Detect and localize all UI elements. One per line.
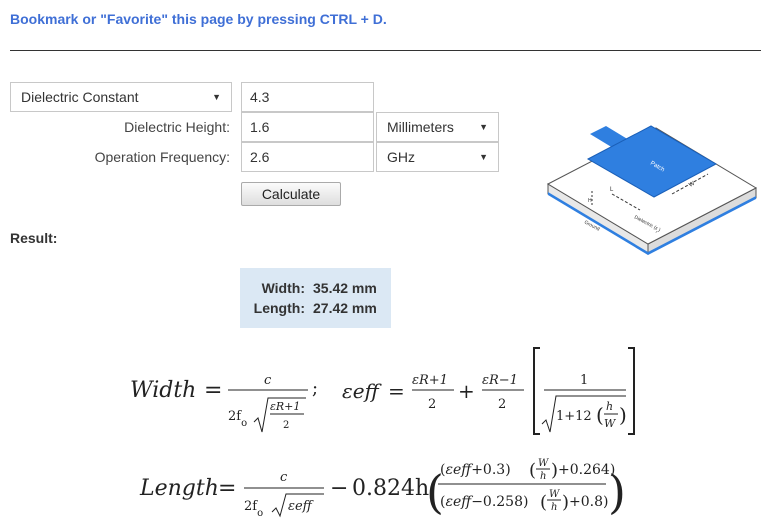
- dielectric-height-input[interactable]: 1.6: [241, 112, 374, 142]
- big-close-paren: ): [608, 465, 626, 519]
- minus-sign: −: [330, 476, 348, 501]
- sqrt-sign: [271, 493, 324, 518]
- length-marker-label: L: [610, 187, 614, 193]
- width-numerator: c: [264, 373, 272, 388]
- length-numerator-expr: (εeff+0.3): [440, 462, 511, 478]
- patch-antenna-diagram: Patch L W H Dielectric (εr) Ground: [546, 125, 758, 255]
- equals-sign: =: [388, 379, 405, 403]
- sqrt-body: 1+12: [556, 409, 592, 424]
- calculate-button[interactable]: Calculate: [241, 182, 341, 206]
- w-over-h-numerator: W: [538, 458, 549, 469]
- numerator-constant: +0.264): [558, 462, 615, 478]
- formula-separator: ;: [312, 378, 318, 399]
- open-paren: (: [596, 403, 604, 427]
- chevron-down-icon: ▼: [479, 152, 488, 162]
- h-over-w-numerator: h: [606, 400, 613, 413]
- sqrt-sign: [253, 397, 306, 433]
- bookmark-notice: Bookmark or "Favorite" this page by pres…: [10, 11, 387, 27]
- close-paren: ): [562, 492, 569, 513]
- eps-term2-denominator: 2: [498, 397, 506, 412]
- bracket-numerator: 1: [580, 373, 588, 388]
- result-heading: Result:: [10, 230, 58, 246]
- right-bracket: [628, 347, 635, 435]
- height-unit-select[interactable]: Millimeters ▼: [376, 112, 499, 142]
- length-numerator: c: [280, 470, 288, 485]
- ground-plane-right: [648, 196, 756, 255]
- eps-term1-numerator: εR+1: [412, 373, 448, 388]
- width-result-label: Width:: [261, 280, 305, 296]
- w-over-h-denominator-2: h: [551, 502, 557, 513]
- eps-eff-lhs: εeff: [342, 379, 383, 403]
- close-paren: ): [551, 460, 558, 481]
- length-formula-lhs: Length: [139, 476, 219, 501]
- width-marker-label: W: [688, 181, 696, 189]
- close-paren: ): [619, 403, 627, 427]
- left-bracket: [533, 347, 540, 435]
- dielectric-height-label: Dielectric Height:: [124, 119, 230, 135]
- width-denominator: 2fo: [228, 409, 247, 429]
- property-select[interactable]: Dielectric Constant ▼: [10, 82, 232, 112]
- height-unit-value: Millimeters: [387, 119, 454, 135]
- length-denominator: 2fo: [244, 499, 263, 519]
- equals-sign: =: [204, 378, 222, 403]
- header-divider: [10, 50, 761, 51]
- h-over-w-denominator: W: [604, 417, 617, 430]
- width-result-value: 35.42 mm: [313, 280, 377, 296]
- width-formula-lhs: Width: [130, 378, 196, 403]
- length-denominator-expr: (εeff−0.258): [440, 494, 528, 510]
- chevron-down-icon: ▼: [212, 92, 221, 102]
- dielectric-height-value: 1.6: [250, 119, 270, 135]
- dielectric-constant-input[interactable]: 4.3: [241, 82, 374, 112]
- height-marker-label: H: [588, 198, 592, 204]
- ground-plane-left: [548, 192, 648, 255]
- length-result-value: 27.42 mm: [313, 300, 377, 316]
- w-over-h-numerator-2: W: [549, 489, 560, 500]
- w-over-h-denominator: h: [540, 471, 546, 482]
- denominator-constant: +0.8): [569, 494, 608, 510]
- open-paren: (: [529, 460, 536, 481]
- patch-element: [586, 125, 718, 198]
- eps-term2-numerator: εR−1: [482, 373, 518, 388]
- formula-panel: Width = c 2fo εR+1 2 ; εeff = εR+1 2 + ε…: [130, 347, 635, 519]
- length-result-label: Length:: [253, 300, 305, 316]
- dielectric-constant-value: 4.3: [250, 89, 270, 105]
- operation-frequency-value: 2.6: [250, 149, 270, 165]
- chevron-down-icon: ▼: [479, 122, 488, 132]
- sqrt-numerator: εR+1: [270, 400, 300, 413]
- operation-frequency-label: Operation Frequency:: [94, 149, 230, 165]
- frequency-unit-value: GHz: [387, 149, 415, 165]
- sqrt-sign: [541, 395, 626, 433]
- property-select-value: Dielectric Constant: [21, 89, 139, 105]
- length-dimension: [611, 193, 641, 211]
- result-panel: Width: 35.42 mm Length: 27.42 mm: [240, 268, 391, 328]
- operation-frequency-input[interactable]: 2.6: [241, 142, 374, 172]
- sqrt-denominator: 2: [283, 420, 289, 431]
- length-sqrt-body: εeff: [288, 499, 315, 514]
- eps-term1-denominator: 2: [428, 397, 436, 412]
- plus-sign: +: [458, 379, 475, 403]
- open-paren: (: [540, 492, 547, 513]
- big-open-paren: (: [426, 465, 444, 519]
- length-coefficient: 0.824h: [352, 476, 429, 501]
- width-dimension: [671, 173, 709, 195]
- frequency-unit-select[interactable]: GHz ▼: [376, 142, 499, 172]
- equals-sign: =: [218, 476, 236, 501]
